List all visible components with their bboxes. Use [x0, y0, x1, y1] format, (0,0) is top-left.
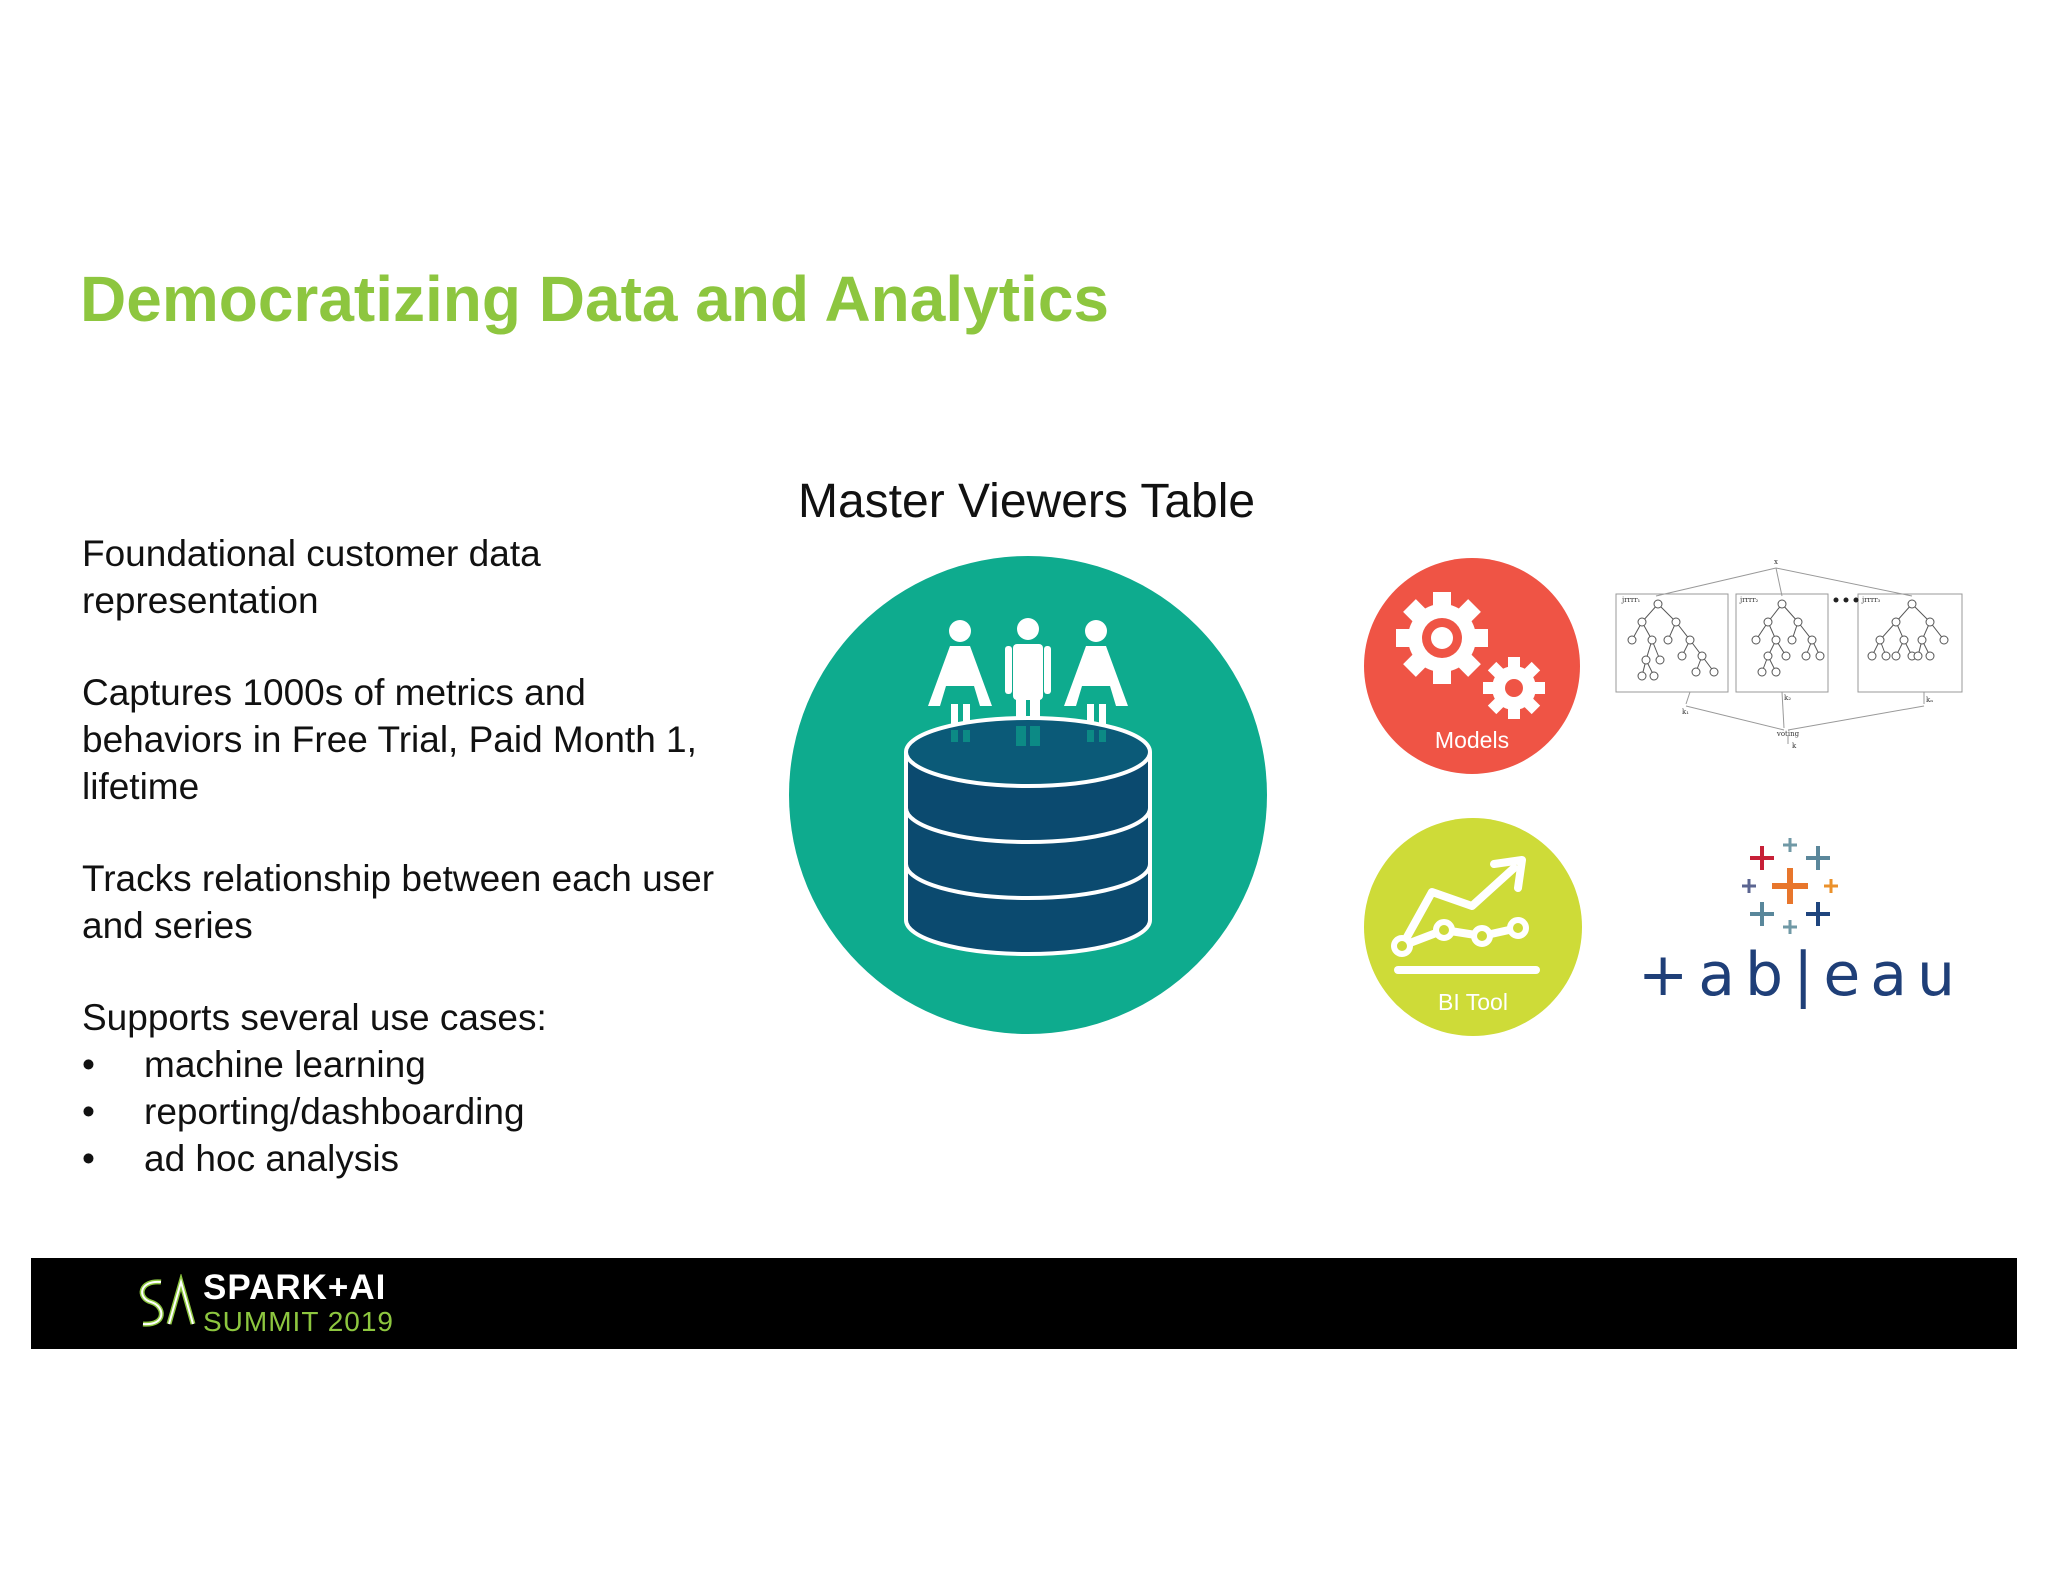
tree-input-label: x — [1774, 558, 1778, 566]
voting-label: voting — [1776, 730, 1800, 738]
tableau-wordmark: +ab|eau — [1638, 940, 1966, 1010]
database-with-people-icon — [789, 556, 1267, 1034]
kn-label: kₙ — [1926, 696, 1933, 704]
k1-label: k₁ — [1682, 708, 1689, 716]
tree1-label: jrrrr₁ — [1621, 596, 1641, 604]
list-item-label: ad hoc analysis — [144, 1138, 400, 1179]
spark-ai-summit-logo-icon — [139, 1274, 196, 1327]
paragraph-foundational: Foundational customer data representatio… — [82, 533, 541, 621]
footer-bar: SPARK+AI SUMMIT 2019 — [31, 1258, 2017, 1349]
use-case-list: • machine learning • reporting/dashboardin… — [82, 1041, 742, 1182]
models-label: Models — [1435, 727, 1509, 753]
models-gears-icon: Models — [1364, 558, 1580, 774]
bi-tool-chart-icon: BI Tool — [1364, 818, 1582, 1036]
bullet-dot: • — [82, 1138, 95, 1179]
bi-tool-label: BI Tool — [1438, 989, 1508, 1015]
list-item: • reporting/dashboarding — [82, 1088, 742, 1135]
list-item: • ad hoc analysis — [82, 1135, 742, 1182]
tree2-label: jrrrr₂ — [1739, 596, 1759, 604]
list-item: • machine learning — [82, 1041, 742, 1088]
tableau-logo-mark — [1742, 838, 1838, 934]
bullet-dot: • — [82, 1044, 95, 1085]
list-item-label: reporting/dashboarding — [144, 1091, 525, 1132]
k2-label: k₂ — [1784, 694, 1791, 702]
diagram-title: Master Viewers Table — [798, 475, 1256, 528]
bullet-dot: • — [82, 1091, 95, 1132]
tree3-label: jrrrr₃ — [1861, 596, 1881, 604]
footer-brand-line1: SPARK+AI — [203, 1268, 387, 1307]
k-label: k — [1792, 742, 1797, 748]
paragraph-tracks: Tracks relationship between each user an… — [82, 858, 715, 946]
paragraph-supports: Supports several use cases: — [82, 997, 547, 1038]
body-text: Foundational customer data representatio… — [82, 530, 742, 1182]
list-item-label: machine learning — [144, 1044, 426, 1085]
footer-brand-line2: SUMMIT 2019 — [203, 1306, 394, 1337]
random-forest-diagram: x jrrrr₁ jrrrr₂ jrrrr₃ k₁ k₂ kₙ voting k — [1615, 558, 1963, 748]
slide-title: Democratizing Data and Analytics — [80, 263, 1109, 335]
paragraph-captures: Captures 1000s of metrics and behaviors … — [82, 672, 697, 807]
